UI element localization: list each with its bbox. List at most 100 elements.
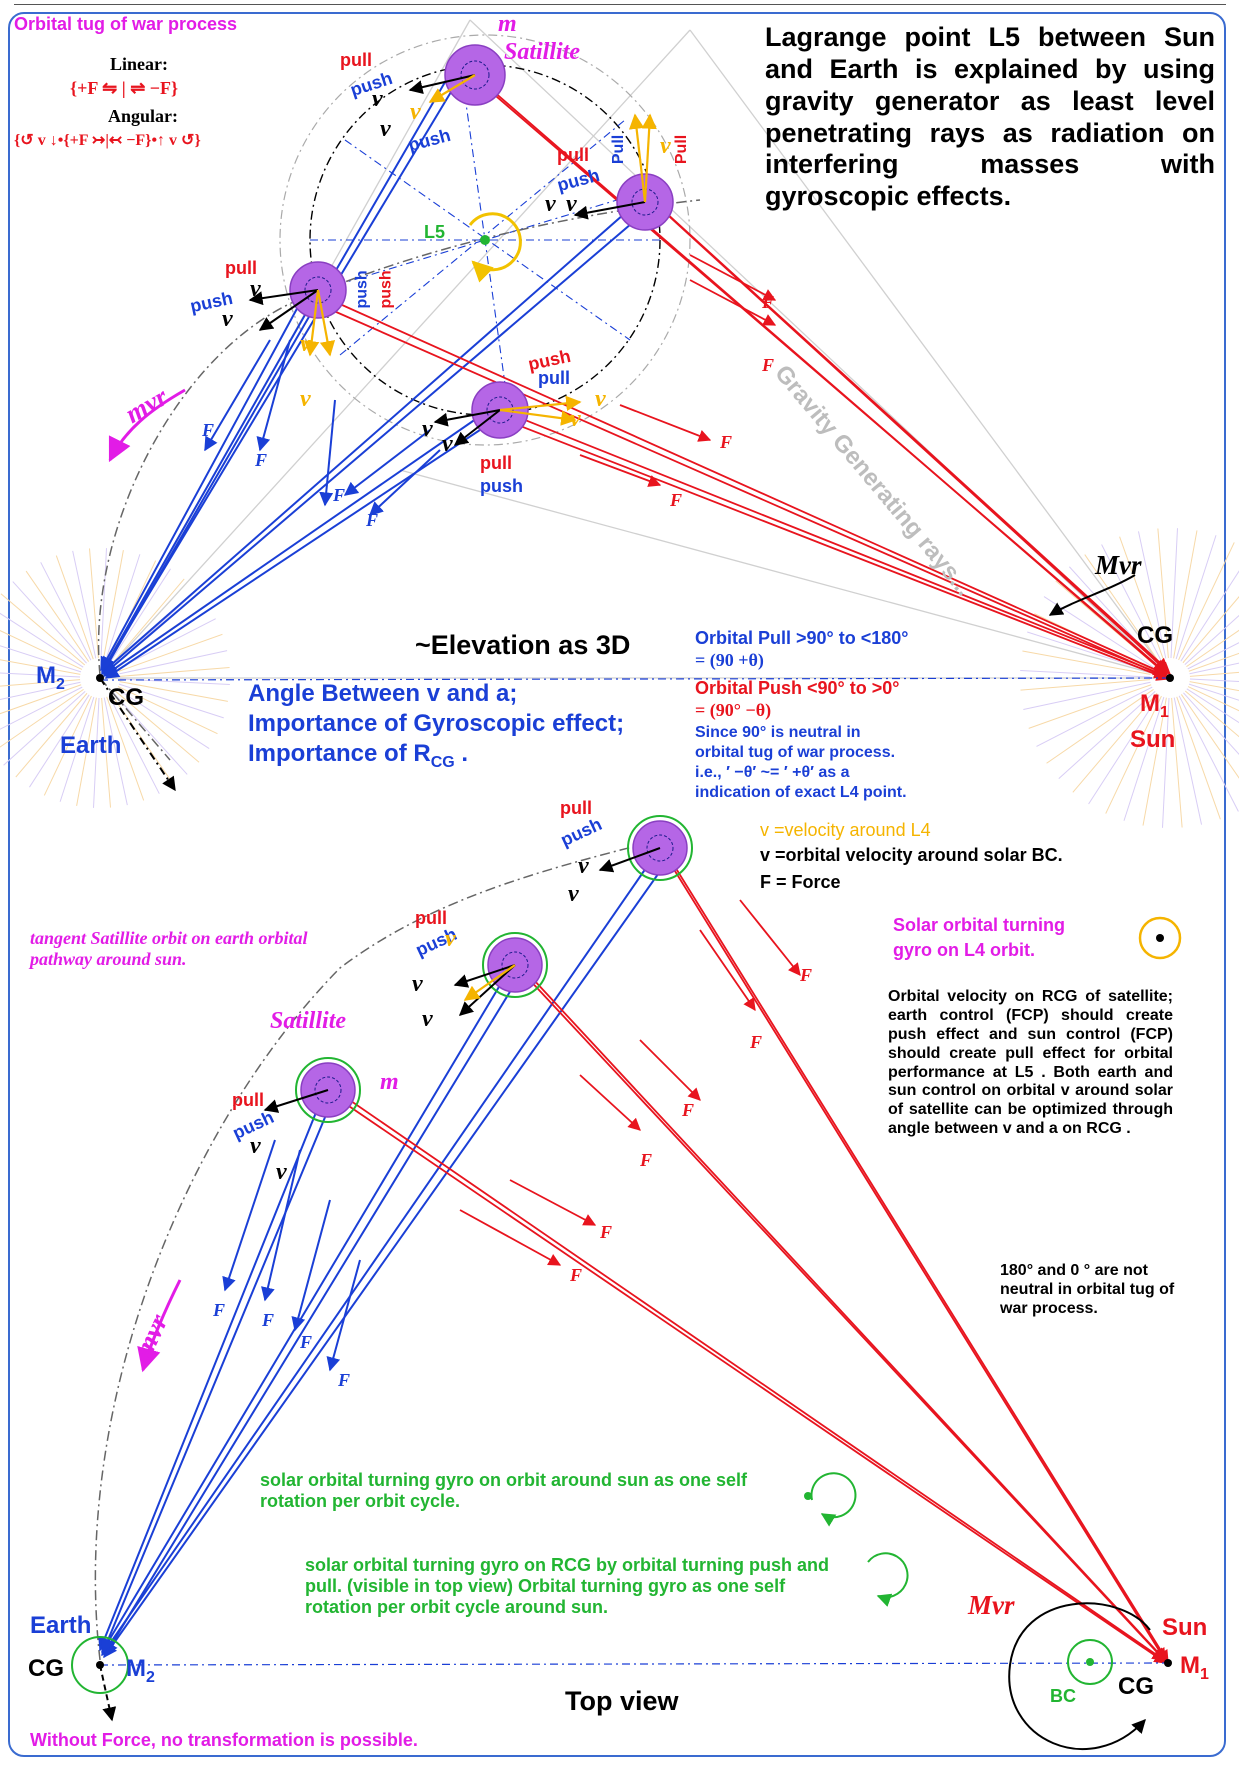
ray <box>119 650 228 675</box>
angle-line-3-text: Importance of R <box>248 740 431 767</box>
sun-label-lower: Sun <box>1162 1614 1208 1641</box>
ray <box>88 548 99 659</box>
v-label-8: v <box>442 431 453 457</box>
ray <box>1189 662 1239 675</box>
ray <box>1173 697 1203 825</box>
ray <box>1188 652 1239 672</box>
ray <box>118 633 223 672</box>
angular-label: Angular: <box>108 106 179 126</box>
ray <box>114 690 200 763</box>
upper-red-forces <box>317 71 1171 681</box>
f-label-u1: F <box>762 292 775 312</box>
ray <box>1188 683 1239 701</box>
ray <box>1184 690 1239 738</box>
push-vertical-blue: push <box>353 270 371 309</box>
upper-orange-arrows <box>304 74 657 426</box>
v-label-l3: v <box>412 971 423 997</box>
sun-mvr-label-lower: Mvr <box>968 1590 1015 1620</box>
ray <box>112 578 185 664</box>
sun-mvr-arc-upper <box>1048 574 1136 616</box>
ray <box>1189 681 1239 692</box>
sun-cg-label-upper: CG <box>1137 622 1173 649</box>
push-vertical-red: push <box>377 270 395 309</box>
ray <box>103 697 128 806</box>
v-orbital-note: v =orbital velocity around solar BC. <box>760 845 1063 865</box>
sun-label-upper: Sun <box>1130 726 1176 753</box>
upper-velocity-arrows <box>248 74 646 446</box>
gyro-orbit-note: solar orbital turning gyro on orbit arou… <box>260 1470 748 1512</box>
ray <box>1189 678 1239 682</box>
ray <box>0 630 83 670</box>
l5-center <box>468 212 522 283</box>
f-label-l9: F <box>300 1332 313 1352</box>
lower-blue-forces <box>98 854 669 1659</box>
ray <box>117 686 218 735</box>
gyro-rcg-icon <box>867 1552 909 1607</box>
sun-cg-dot-lower <box>1164 1659 1172 1667</box>
lower-blue-short <box>222 1139 361 1372</box>
ray <box>119 681 228 702</box>
ray <box>1180 694 1239 779</box>
ray <box>110 568 171 662</box>
ray <box>1162 697 1170 828</box>
v-label-l1: v <box>578 853 589 879</box>
lower-red-forces <box>334 854 1169 1665</box>
ray <box>0 672 81 678</box>
pull-label-2: pull <box>557 145 589 165</box>
gyro-l4-icon <box>1138 916 1182 960</box>
ray <box>1022 650 1151 675</box>
ray <box>108 695 160 794</box>
v-label-1: v <box>372 86 383 112</box>
ray <box>72 550 97 659</box>
upper-blue-short <box>204 339 441 516</box>
ray <box>43 695 92 796</box>
ray <box>1028 684 1152 729</box>
f-label-l10: F <box>338 1370 351 1390</box>
gyro-rcg-note: solar orbital turning gyro on RCG by orb… <box>305 1555 829 1618</box>
ray <box>1088 694 1160 805</box>
ray <box>1170 528 1178 659</box>
earth-sun-baseline-lower <box>99 1662 1169 1666</box>
ray <box>1182 596 1239 664</box>
f-label-u8: F <box>366 510 379 530</box>
ray <box>93 697 100 808</box>
pull-range: Orbital Pull >90° to <180° <box>695 628 909 648</box>
ray <box>101 697 112 808</box>
ray <box>1023 681 1151 711</box>
ray <box>1157 528 1169 659</box>
radiating-rays <box>0 528 1239 828</box>
ray <box>116 688 210 749</box>
ray <box>1123 696 1165 821</box>
v-label-7: v <box>422 416 433 442</box>
ray <box>59 696 95 802</box>
v-label-l4: v <box>422 1006 433 1032</box>
f-label-l7: F <box>213 1300 226 1320</box>
earth-cg-label-upper: CG <box>108 684 144 711</box>
bc-label: BC <box>1050 1686 1076 1706</box>
without-force-note: Without Force, no transformation is poss… <box>30 1730 418 1750</box>
sun-cg-dot-upper <box>1166 674 1174 682</box>
linear-label: Linear: <box>110 54 168 74</box>
pull-label-l2: pull <box>415 908 447 928</box>
gyro-l4-2: gyro on L4 orbit. <box>893 940 1035 960</box>
ray <box>1046 688 1154 764</box>
ray <box>0 645 82 673</box>
v-orange-1: v <box>410 99 421 125</box>
ray <box>1180 570 1239 662</box>
ray <box>1036 686 1153 747</box>
f-label-u3: F <box>720 432 733 452</box>
earth-cg-label-lower: CG <box>28 1655 64 1682</box>
satellite-label-lower: Satillite <box>270 1008 347 1034</box>
v-label-4: v <box>566 191 577 217</box>
ray <box>1020 670 1151 678</box>
ray <box>15 692 88 778</box>
ray <box>106 696 145 801</box>
ray <box>0 686 83 730</box>
ray <box>55 555 94 660</box>
ray <box>1171 697 1183 828</box>
pull-formula: = (90 +θ) <box>695 650 764 670</box>
ray <box>1176 696 1221 820</box>
ray <box>1119 536 1164 660</box>
ray <box>1184 614 1239 665</box>
pull-label-4: pull <box>480 453 512 473</box>
